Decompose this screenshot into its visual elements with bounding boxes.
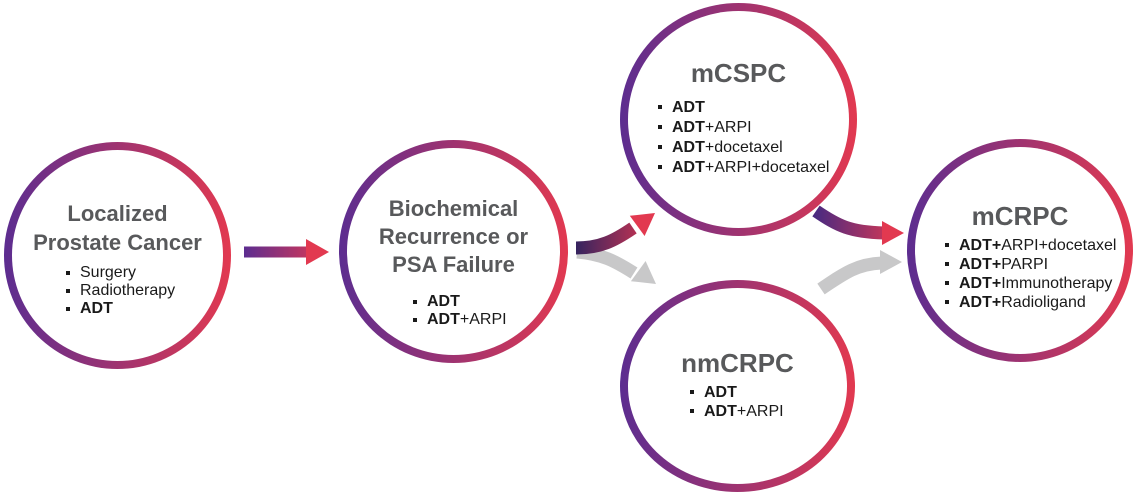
bullet-square-icon xyxy=(945,281,949,285)
bullet-square-icon xyxy=(413,318,417,322)
node-biochemical-recurrence: Biochemical Recurrence or PSA Failure AD… xyxy=(339,140,568,363)
list-item: ADT+PARPI xyxy=(945,255,1133,274)
bullet-square-icon xyxy=(690,409,694,413)
bullet-square-icon xyxy=(658,105,662,109)
treatment-list: ADT ADT+ARPI xyxy=(339,293,568,329)
bullet-square-icon xyxy=(658,125,662,129)
list-item: ADT+docetaxel xyxy=(658,138,857,158)
list-item: ADT+ARPI xyxy=(690,402,855,421)
node-ring-fill xyxy=(915,147,1125,354)
bullet-square-icon xyxy=(945,300,949,304)
arrow-mcspc-to-mcrpc xyxy=(812,205,904,245)
node-title: nmCRPC xyxy=(681,348,794,378)
arrow-biochemical-to-mcspc xyxy=(575,213,655,255)
treatment-list: Surgery Radiotherapy ADT xyxy=(4,264,231,318)
bullet-square-icon xyxy=(945,243,949,247)
bullet-square-icon xyxy=(690,390,694,394)
list-item: ADT xyxy=(413,293,568,311)
bullet-square-icon xyxy=(413,300,417,304)
node-title: mCSPC xyxy=(690,58,787,88)
node-ring-fill xyxy=(628,288,847,484)
bullet-square-icon xyxy=(658,165,662,169)
list-item: ADT xyxy=(66,300,231,318)
bullet-square-icon xyxy=(66,271,70,275)
treatment-list: ADT ADT+ARPI ADT+docetaxel ADT+ARPI+doce… xyxy=(620,98,857,178)
treatment-list: ADT+ARPI+docetaxel ADT+PARPI ADT+Immunot… xyxy=(907,236,1133,312)
arrow-nmcrpc-to-mcrpc xyxy=(817,250,902,295)
node-ring-fill xyxy=(628,11,849,228)
node-title: Biochemical Recurrence or PSA Failure xyxy=(378,196,529,277)
list-item: Surgery xyxy=(66,264,231,282)
node-mcrpc: mCRPC ADT+ARPI+docetaxel ADT+PARPI ADT+I… xyxy=(907,139,1133,362)
node-title: Localized Prostate Cancer xyxy=(33,201,202,256)
list-item: ADT+Immunotherapy xyxy=(945,274,1133,293)
list-item: ADT+ARPI xyxy=(413,311,568,329)
list-item: ADT+ARPI xyxy=(658,118,857,138)
node-mcspc: mCSPC ADT ADT+ARPI ADT+docetaxel ADT+ARP… xyxy=(620,3,857,236)
list-item: Radiotherapy xyxy=(66,282,231,300)
node-nmcrpc: nmCRPC ADT ADT+ARPI xyxy=(620,280,855,492)
bullet-square-icon xyxy=(658,145,662,149)
arrow-localized-to-biochemical xyxy=(244,239,329,265)
list-item: ADT+ARPI+docetaxel xyxy=(658,158,857,178)
bullet-square-icon xyxy=(66,307,70,311)
node-title: mCRPC xyxy=(971,201,1069,231)
list-item: ADT+ARPI+docetaxel xyxy=(945,236,1133,255)
node-ring-fill xyxy=(347,148,560,355)
bullet-square-icon xyxy=(66,289,70,293)
list-item: ADT+Radioligand xyxy=(945,293,1133,312)
node-ring-fill xyxy=(12,150,223,361)
list-item: ADT xyxy=(658,98,857,118)
node-localized-prostate-cancer: Localized Prostate Cancer Surgery Radiot… xyxy=(4,142,231,369)
list-item: ADT xyxy=(690,383,855,402)
treatment-list: ADT ADT+ARPI xyxy=(620,383,855,421)
bullet-square-icon xyxy=(945,262,949,266)
arrow-biochemical-to-nmcrpc xyxy=(576,245,656,284)
